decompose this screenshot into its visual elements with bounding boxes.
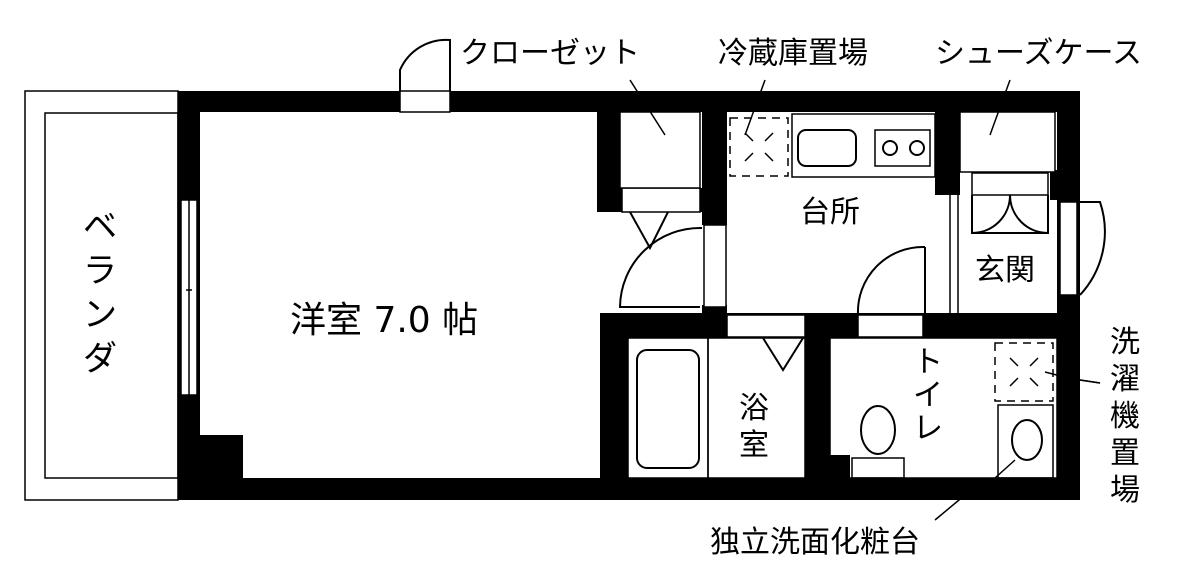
fridge-space bbox=[729, 117, 789, 177]
openings bbox=[180, 90, 1078, 396]
callout-washer-5: 場 bbox=[1110, 473, 1140, 508]
callout-shoe-case: シューズケース bbox=[935, 36, 1142, 71]
shoe-case-doors bbox=[971, 194, 1049, 234]
bath-door-marker bbox=[762, 337, 804, 372]
sink bbox=[797, 129, 857, 167]
fixtures bbox=[399, 38, 1106, 479]
room-label-veranda-2: ラ bbox=[83, 251, 117, 291]
room-label-toilet-1: ト bbox=[913, 345, 943, 380]
walls bbox=[178, 91, 1080, 500]
callout-lines bbox=[629, 79, 1101, 521]
room-label-veranda-4: ダ bbox=[83, 339, 117, 379]
callout-washer-3: 機 bbox=[1110, 399, 1140, 434]
entrance-door-swing bbox=[1079, 201, 1106, 296]
room-label-kitchen: 台所 bbox=[800, 195, 860, 230]
stove bbox=[874, 129, 931, 167]
washer-space bbox=[994, 342, 1054, 402]
toilet-bowl bbox=[860, 405, 896, 455]
room-label-entrance: 玄関 bbox=[975, 253, 1035, 288]
kitchen-counter bbox=[791, 113, 936, 178]
room-label-bath-2: 室 bbox=[739, 428, 769, 463]
room-label-toilet-2: イ bbox=[913, 378, 943, 413]
room-label-veranda-1: ベ bbox=[83, 207, 117, 247]
callout-fridge: 冷蔵庫置場 bbox=[718, 36, 868, 71]
callout-closet: クローゼット bbox=[460, 36, 640, 71]
closet-door-marker bbox=[629, 211, 669, 251]
room-label-western: 洋室 7.0 帖 bbox=[290, 300, 478, 341]
room-label-toilet-3: レ bbox=[913, 411, 943, 446]
callout-washer-2: 濯 bbox=[1110, 362, 1140, 397]
callout-washer-1: 洗 bbox=[1110, 325, 1140, 360]
toilet-door-swing bbox=[856, 245, 926, 316]
callout-washer-4: 置 bbox=[1110, 436, 1140, 471]
room-label-bath-1: 浴 bbox=[739, 391, 769, 426]
bathtub bbox=[636, 349, 700, 469]
room-door-swing bbox=[618, 226, 703, 308]
closet-door-swing bbox=[399, 38, 451, 91]
callout-vanity: 独立洗面化粧台 bbox=[710, 525, 920, 560]
room-label-veranda-3: ン bbox=[83, 295, 117, 335]
